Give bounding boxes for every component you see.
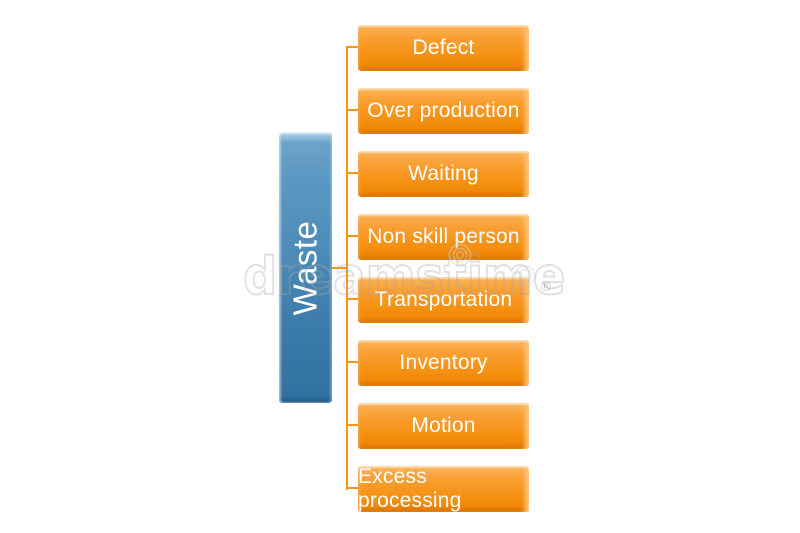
child-node-motion: Motion: [358, 403, 529, 449]
connector-stub: [346, 424, 359, 426]
child-node-label: Inventory: [399, 351, 488, 374]
connector-stub: [346, 298, 359, 300]
connector-stub: [346, 235, 359, 237]
connector-stub: [346, 487, 359, 489]
child-node-non-skill-person: Non skill person: [358, 214, 529, 260]
child-node-defect: Defect: [358, 25, 529, 71]
connector-vertical-line: [346, 47, 348, 490]
child-node-label: Waiting: [408, 162, 479, 185]
watermark-registered-icon: ®: [539, 279, 553, 295]
connector-stub: [346, 172, 359, 174]
child-node-label: Transportation: [374, 288, 513, 311]
child-node-label: Excess processing: [358, 465, 462, 512]
child-node-label: Motion: [411, 414, 476, 437]
child-node-label: Over production: [367, 99, 520, 122]
root-node-label: Waste: [286, 220, 324, 315]
connector-root-stub: [332, 267, 347, 269]
child-node-excess-processing: Excess processing: [358, 465, 529, 512]
connector-stub: [346, 361, 359, 363]
child-node-label: Defect: [412, 36, 475, 59]
root-node-waste: Waste: [279, 132, 332, 403]
child-node-waiting: Waiting: [358, 151, 529, 197]
child-node-inventory: Inventory: [358, 340, 529, 386]
child-node-transportation: Transportation: [358, 277, 529, 323]
connector-stub: [346, 109, 359, 111]
child-node-over-production: Over production: [358, 88, 529, 134]
child-node-label: Non skill person: [367, 225, 520, 248]
connector-stub: [346, 46, 359, 48]
